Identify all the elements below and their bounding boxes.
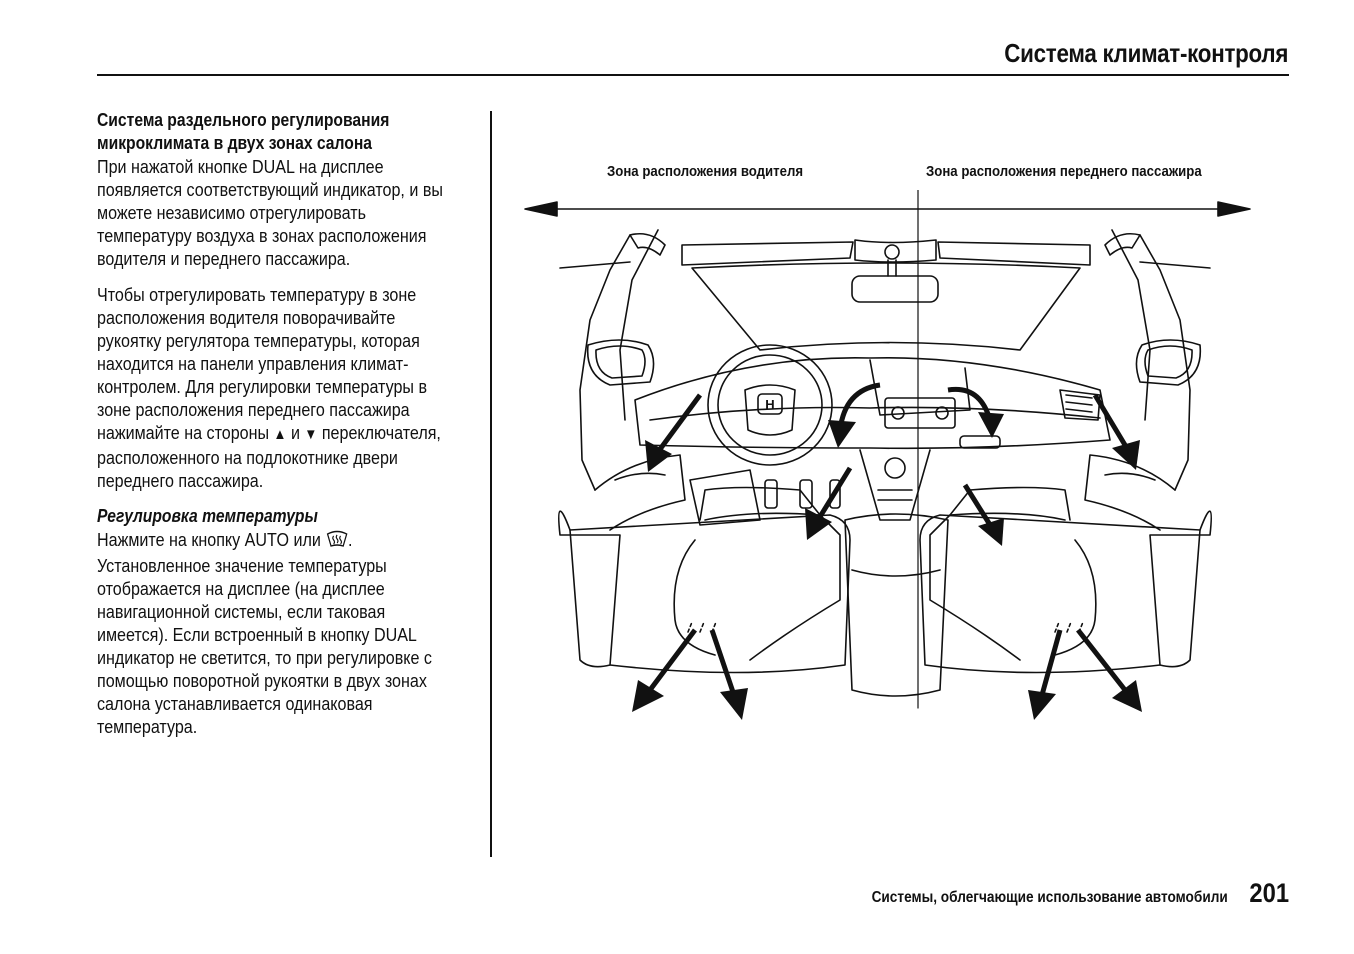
windshield	[681, 239, 1091, 351]
center-console	[844, 449, 949, 697]
steering-wheel	[707, 344, 833, 466]
right-seat	[919, 486, 1213, 674]
zone-arrow-line	[524, 201, 1251, 217]
airflow-arrow	[645, 393, 703, 472]
paragraph-part: переключателя, расположенного на подлоко…	[97, 422, 441, 491]
airflow-arrow	[947, 386, 1004, 438]
down-triangle-icon: ▼	[304, 426, 318, 443]
pedals	[689, 469, 841, 526]
airflow-arrow	[632, 628, 697, 712]
page-number: 201	[1249, 878, 1289, 908]
paragraph-part: . Установленное значение температуры ото…	[97, 529, 432, 737]
page-title: Система климат-контроля	[1004, 38, 1288, 68]
up-triangle-icon: ▲	[273, 426, 287, 443]
airflow-arrows	[632, 382, 1142, 720]
airflow-arrow	[1076, 628, 1142, 712]
header-rule	[97, 74, 1289, 76]
right-door-lower	[1084, 454, 1176, 531]
section-heading: Система раздельного регулирования микрок…	[97, 110, 390, 153]
paragraph-driver-passenger: Чтобы отрегулировать температуру в зоне …	[97, 283, 445, 492]
subheading: Регулировка температуры	[97, 506, 318, 526]
passenger-zone-label: Зона расположения переднего пассажира	[926, 163, 1202, 180]
left-pillar	[559, 229, 666, 491]
paragraph-auto: Нажмите на кнопку AUTO или . Установленн…	[97, 528, 445, 738]
left-seat	[557, 486, 851, 674]
cabin-illustration: H	[524, 190, 1251, 720]
left-door-lower	[594, 454, 686, 531]
right-mirror	[1135, 339, 1202, 386]
airflow-arrow	[962, 483, 1004, 546]
windshield-defrost-icon	[325, 529, 348, 554]
paragraph-dual: При нажатой кнопке DUAL на дисплее появл…	[97, 156, 443, 269]
text-column: Система раздельного регулирования микрок…	[97, 109, 445, 751]
paragraph-part: Чтобы отрегулировать температуру в зоне …	[97, 284, 428, 443]
airflow-arrow	[709, 629, 748, 720]
airflow-arrow	[1028, 629, 1063, 720]
paragraph-part: и	[290, 422, 300, 443]
driver-zone-label: Зона расположения водителя	[607, 163, 804, 180]
airflow-arrow	[805, 466, 853, 540]
paragraph-part: Нажмите на кнопку AUTO или	[97, 529, 321, 550]
airflow-arrow	[828, 382, 881, 448]
right-pillar	[1104, 229, 1211, 491]
dashboard	[634, 356, 1111, 450]
footer-section-text: Системы, облегчающие использование автом…	[871, 889, 1228, 906]
airflow-arrow	[1092, 393, 1140, 470]
honda-logo: H	[765, 397, 774, 412]
column-divider	[490, 111, 492, 857]
left-mirror	[586, 339, 655, 386]
